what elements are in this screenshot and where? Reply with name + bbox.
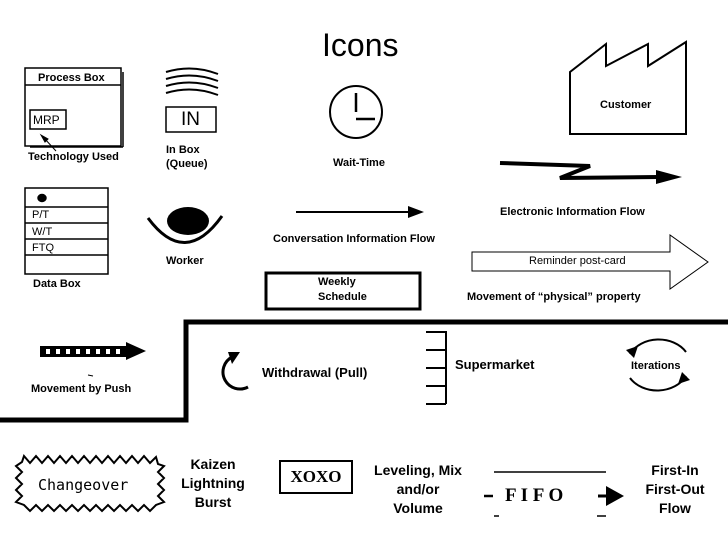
data-box-row-wt: W/T xyxy=(32,226,53,238)
conversation-flow-arrow-icon xyxy=(296,206,424,218)
supermarket-icon xyxy=(426,331,447,405)
weekly-schedule-line1: Weekly xyxy=(318,276,356,288)
first-in-line3: Flow xyxy=(659,500,691,516)
technology-used-label: Technology Used xyxy=(28,151,119,163)
in-box-label: IN xyxy=(181,109,200,130)
reminder-postcard-label: Reminder post-card xyxy=(529,255,626,267)
customer-factory-icon xyxy=(569,40,687,135)
page-title: Icons xyxy=(322,27,399,63)
first-in-line2: First-Out xyxy=(645,481,705,497)
weekly-schedule-box xyxy=(264,271,422,311)
pointer-arrow-icon xyxy=(39,133,57,152)
reminder-postcard-arrow-icon xyxy=(471,234,709,290)
mrp-label: MRP xyxy=(33,113,60,127)
first-in-line1: First-In xyxy=(651,462,699,478)
changeover-burst-icon xyxy=(14,454,166,513)
iterations-label: Iterations xyxy=(631,360,681,372)
kaizen-line3: Burst xyxy=(194,494,232,510)
worker-icon xyxy=(146,207,224,244)
leveling-line3: Volume xyxy=(393,500,443,516)
electronic-flow-arrow-icon xyxy=(499,161,682,184)
physical-movement-label: Movement of “physical” property xyxy=(467,291,641,303)
withdrawal-label: Withdrawal (Pull) xyxy=(262,365,368,380)
in-box-icon xyxy=(165,67,219,133)
in-box-caption-2: (Queue) xyxy=(166,158,208,170)
changeover-label: Changeover xyxy=(38,476,129,494)
kaizen-line2: Lightning xyxy=(181,475,245,491)
section-divider xyxy=(0,319,728,423)
customer-label: Customer xyxy=(600,99,652,111)
data-box-row-pt: P/T xyxy=(32,209,50,221)
clock-icon xyxy=(329,85,383,139)
leveling-line2: and/or xyxy=(396,481,440,497)
iterations-icon xyxy=(626,338,690,392)
data-box-label: Data Box xyxy=(33,278,81,290)
fifo-label: F I F O xyxy=(505,485,564,506)
withdrawal-pull-icon xyxy=(221,352,249,391)
wait-time-label: Wait-Time xyxy=(333,157,385,169)
weekly-schedule-line2: Schedule xyxy=(318,291,367,303)
process-box-icon xyxy=(24,67,124,148)
push-arrow-icon xyxy=(40,342,146,377)
fifo-lane-icon xyxy=(484,471,624,517)
data-box-row-ftq: FTQ xyxy=(32,242,54,254)
electronic-flow-label: Electronic Information Flow xyxy=(500,206,645,218)
process-box-header: Process Box xyxy=(38,72,105,84)
worker-label: Worker xyxy=(166,255,204,267)
in-box-caption-1: In Box xyxy=(166,144,200,156)
data-box-icon xyxy=(24,187,109,275)
kaizen-line1: Kaizen xyxy=(190,456,236,472)
leveling-line1: Leveling, Mix xyxy=(374,462,462,478)
xoxo-label: XOXO xyxy=(290,467,342,486)
supermarket-label: Supermarket xyxy=(455,357,535,372)
push-label: Movement by Push xyxy=(31,383,132,395)
conversation-flow-label: Conversation Information Flow xyxy=(273,233,435,245)
xoxo-box xyxy=(279,460,353,494)
